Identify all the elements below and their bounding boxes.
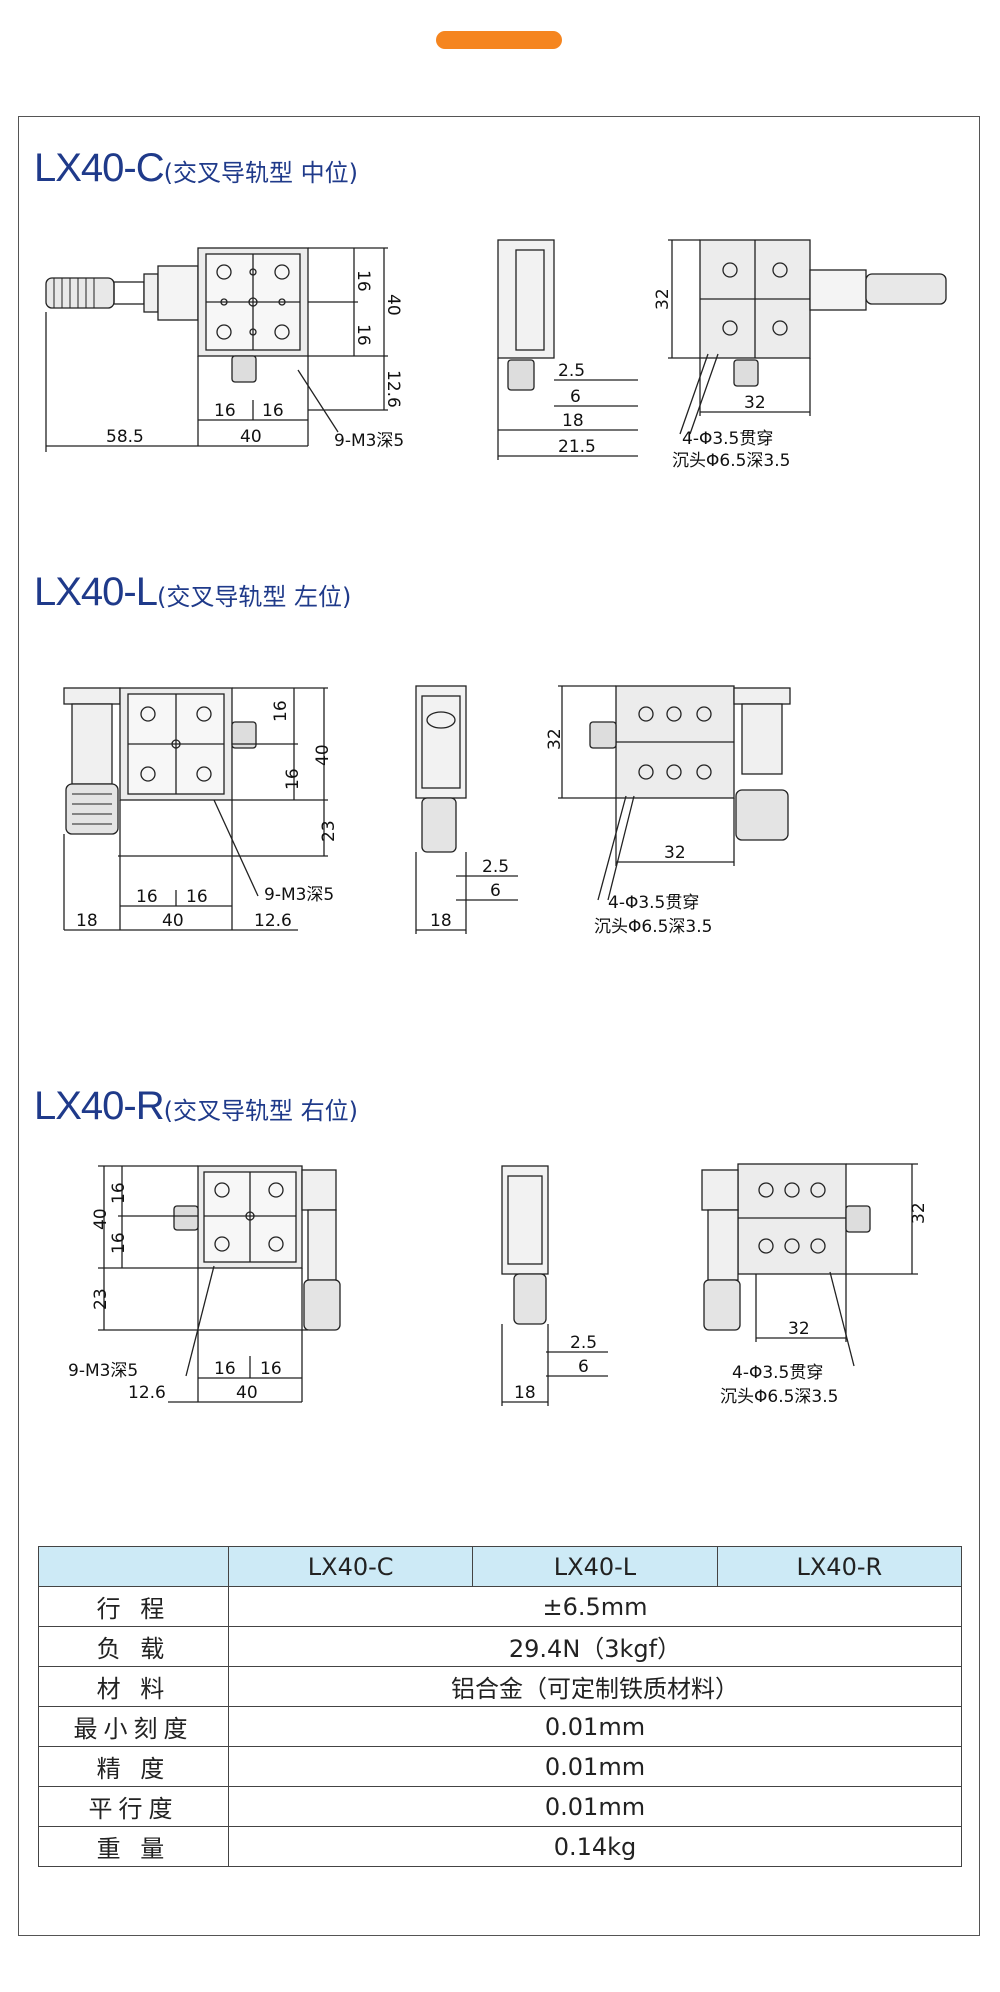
header-lx40-c: LX40-C — [227, 1546, 474, 1587]
table-row: 负 载 29.4N（3kgf） — [38, 1626, 962, 1667]
dim-r-front-4: 23 — [91, 1288, 111, 1310]
section-title-c: LX40-C(交叉导轨型 中位) — [34, 146, 358, 190]
dim-c-back-note-2: 沉头Φ6.5深3.5 — [672, 451, 790, 471]
table-row: 重 量 0.14kg — [38, 1826, 962, 1867]
dim-l-back-1: 32 — [545, 728, 565, 750]
table-row: 行 程 ±6.5mm — [38, 1586, 962, 1627]
spec-table-header: LX40-C LX40-L LX40-R — [38, 1546, 963, 1587]
section-title-r: LX40-R(交叉导轨型 右位) — [34, 1084, 358, 1128]
dim-c-front-2: 16 — [353, 324, 373, 346]
section-title-l: LX40-L(交叉导轨型 左位) — [34, 570, 352, 614]
dim-c-front-6: 16 — [262, 401, 284, 421]
dim-r-front-7: 12.6 — [128, 1383, 166, 1403]
dim-l-side-3: 18 — [430, 911, 452, 931]
dim-l-front-4: 23 — [319, 820, 339, 842]
header-blank — [38, 1546, 229, 1587]
dim-r-side-1: 2.5 — [570, 1333, 597, 1353]
row-label: 负 载 — [38, 1626, 229, 1667]
dim-r-front-1: 16 — [109, 1182, 129, 1204]
dim-l-front-7: 18 — [76, 911, 98, 931]
header-lx40-l: LX40-L — [472, 1546, 718, 1587]
dim-l-front-5: 16 — [136, 887, 158, 907]
dim-c-back-note-1: 4-Φ3.5贯穿 — [682, 429, 773, 449]
row-value: 0.01mm — [228, 1706, 962, 1747]
dim-r-side-2: 6 — [578, 1357, 589, 1377]
row-label: 精 度 — [38, 1746, 229, 1787]
dim-l-front-1: 16 — [271, 700, 291, 722]
dim-r-front-3: 40 — [91, 1208, 111, 1230]
content-frame — [18, 116, 980, 1936]
dim-r-front-5: 16 — [214, 1359, 236, 1379]
row-label: 重 量 — [38, 1826, 229, 1867]
row-value: ±6.5mm — [228, 1586, 962, 1627]
top-accent-bar — [436, 31, 562, 49]
dim-c-back-1: 32 — [653, 288, 673, 310]
dim-c-back-2: 32 — [744, 393, 766, 413]
dim-c-front-8: 40 — [240, 427, 262, 447]
dim-l-front-3: 40 — [313, 744, 333, 766]
dim-r-back-2: 32 — [788, 1319, 810, 1339]
dim-c-front-5: 16 — [214, 401, 236, 421]
row-value: 29.4N（3kgf） — [228, 1626, 962, 1667]
dim-c-front-4: 12.6 — [383, 370, 403, 408]
drawing-lx40-c: 16 16 40 12.6 16 16 58.5 40 9-M3深5 2.5 6… — [18, 220, 980, 490]
dim-c-side-2: 6 — [570, 387, 581, 407]
dim-r-front-8: 40 — [236, 1383, 258, 1403]
dim-c-front-3: 40 — [383, 294, 403, 316]
spec-table: LX40-C LX40-L LX40-R 行 程 ±6.5mm 负 载 29.4… — [38, 1546, 963, 1867]
table-row: 最小刻度 0.01mm — [38, 1706, 962, 1747]
dim-l-side-2: 6 — [490, 881, 501, 901]
dim-c-side-4: 21.5 — [558, 437, 596, 457]
dim-r-front-2: 16 — [109, 1232, 129, 1254]
row-value: 0.01mm — [228, 1746, 962, 1787]
dim-l-back-2: 32 — [664, 843, 686, 863]
row-value: 0.01mm — [228, 1786, 962, 1827]
dim-l-hole-note: 9-M3深5 — [264, 885, 334, 905]
table-row: 平行度 0.01mm — [38, 1786, 962, 1827]
header-lx40-r: LX40-R — [716, 1546, 963, 1587]
dim-l-back-note-2: 沉头Φ6.5深3.5 — [594, 917, 712, 937]
drawing-lx40-r: 16 16 40 23 16 16 12.6 40 9-M3深5 2.5 6 1… — [18, 1156, 980, 1426]
row-label: 平行度 — [38, 1786, 229, 1827]
row-label: 最小刻度 — [38, 1706, 229, 1747]
dim-c-side-1: 2.5 — [558, 361, 585, 381]
row-value: 0.14kg — [228, 1826, 962, 1867]
dim-l-side-1: 2.5 — [482, 857, 509, 877]
dim-l-front-9: 12.6 — [254, 911, 292, 931]
dim-c-front-1: 16 — [353, 270, 373, 292]
dim-r-back-note-1: 4-Φ3.5贯穿 — [732, 1363, 823, 1383]
dim-r-side-3: 18 — [514, 1383, 536, 1403]
dim-l-front-8: 40 — [162, 911, 184, 931]
row-value: 铝合金（可定制铁质材料） — [228, 1666, 962, 1707]
dim-c-front-7: 58.5 — [106, 427, 144, 447]
dim-l-front-6: 16 — [186, 887, 208, 907]
dim-c-side-3: 18 — [562, 411, 584, 431]
table-row: 精 度 0.01mm — [38, 1746, 962, 1787]
dim-r-front-6: 16 — [260, 1359, 282, 1379]
dim-l-back-note-1: 4-Φ3.5贯穿 — [608, 893, 699, 913]
dim-l-front-2: 16 — [283, 768, 303, 790]
row-label: 材 料 — [38, 1666, 229, 1707]
dim-r-back-1: 32 — [909, 1202, 929, 1224]
table-row: 材 料 铝合金（可定制铁质材料） — [38, 1666, 962, 1707]
dim-c-hole-note: 9-M3深5 — [334, 431, 404, 451]
dim-r-hole-note: 9-M3深5 — [68, 1361, 138, 1381]
dim-r-back-note-2: 沉头Φ6.5深3.5 — [720, 1387, 838, 1407]
drawing-lx40-l: 16 16 40 23 16 16 18 40 12.6 9-M3深5 2.5 … — [18, 660, 980, 990]
row-label: 行 程 — [38, 1586, 229, 1627]
